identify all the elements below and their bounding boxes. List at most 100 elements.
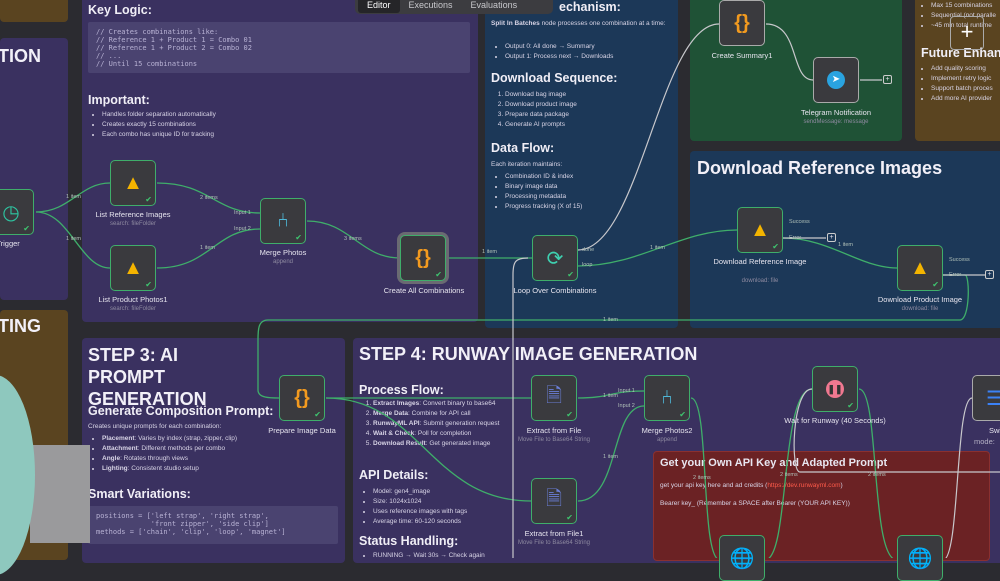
add-connection-button[interactable]: +	[827, 233, 836, 242]
text: node processes one combination at a time…	[539, 20, 666, 27]
flow-list: Combination ID & index Binary image data…	[491, 172, 582, 212]
node-extract-from-file1[interactable]: 🗎✔	[531, 478, 577, 524]
sequence-list: Download bag image Download product imag…	[491, 90, 577, 130]
note-title: Download Reference Images	[697, 158, 943, 178]
list-item: Progress tracking (X of 15)	[505, 202, 582, 212]
input-label: Input 2	[234, 226, 251, 232]
add-connection-button[interactable]: +	[985, 270, 994, 279]
list-item: Each combo has unique ID for tracking	[102, 130, 216, 140]
input-label: Input 2	[618, 403, 635, 409]
sticky-note-notes[interactable]: Max 15 combinations Sequential (not para…	[915, 0, 1000, 141]
variations-code: positions = ['left strap', 'right strap'…	[88, 506, 338, 544]
list-item: Combination ID & index	[505, 172, 582, 182]
status-handling-heading: Status Handling:	[359, 534, 459, 548]
node-download-product-image[interactable]: ▲✔	[897, 245, 943, 291]
list-item: RunwayML API: Submit generation request	[373, 419, 499, 429]
process-flow-heading: Process Flow:	[359, 383, 444, 397]
smart-variations-heading: Smart Variations:	[88, 487, 191, 501]
node-label: Loop Over Combinations	[513, 286, 597, 295]
list-item: Extract Images: Convert binary to base64	[373, 399, 499, 409]
node-create-summary[interactable]: {}	[719, 0, 765, 46]
sticky-note-step3[interactable]: STEP 3: AI PROMPT GENERATION Generate Co…	[82, 338, 345, 563]
add-node-icon[interactable]: +	[950, 16, 984, 50]
list-item: Angle: Rotates through views	[102, 454, 237, 464]
list-item: RUNNING → Wait 30s → Check again	[373, 551, 485, 561]
text: Each iteration maintains:	[491, 161, 563, 168]
list-item: Size: 1024x1024	[373, 497, 467, 507]
file-extract-icon: 🗎	[545, 385, 563, 407]
api-list: Model: gen4_image Size: 1024x1024 Uses r…	[359, 487, 467, 527]
list-item: Binary image data	[505, 182, 582, 192]
tab-editor[interactable]: Editor	[358, 0, 400, 13]
status-list: RUNNING → Wait 30s → Check again	[359, 551, 485, 561]
output-label: Error	[949, 272, 962, 278]
important-list: Handles folder separation automatically …	[88, 110, 216, 140]
list-item: Output 0: All done → Summary	[505, 42, 613, 52]
node-label: Download Reference Image	[713, 257, 807, 266]
node-label: Swi	[988, 426, 1000, 435]
api-key-text: get your api key here and ad credits (ht…	[660, 482, 843, 489]
node-list-reference-images[interactable]: ▲✔	[110, 160, 156, 206]
node-http-request-check[interactable]: 🌐	[897, 535, 943, 581]
list-item: Model: gen4_image	[373, 487, 467, 497]
output-label: Error	[789, 235, 802, 241]
future-list: Add quality scoring Implement retry logi…	[917, 64, 993, 104]
node-wait-for-runway[interactable]: ❚❚✔	[812, 366, 858, 412]
google-drive-icon: ▲	[123, 171, 143, 194]
node-list-product-photos[interactable]: ▲✔	[110, 245, 156, 291]
code-braces-icon: {}	[415, 246, 431, 269]
api-details-heading: API Details:	[359, 468, 429, 482]
runway-link[interactable]: https://dev.runwayml.com	[767, 482, 841, 489]
sticky-note-loop[interactable]: echanism: Split In Batches node processe…	[485, 0, 678, 328]
globe-icon: 🌐	[729, 547, 755, 570]
node-download-reference-image[interactable]: ▲✔	[737, 207, 783, 253]
text: Creates unique prompts for each combinat…	[88, 423, 222, 430]
list-item: Placement: Varies by index (strap, zippe…	[102, 434, 237, 444]
node-http-request[interactable]: 🌐	[719, 535, 765, 581]
edge-label: 2 items	[780, 472, 798, 478]
node-label: Create Summary1	[711, 51, 773, 60]
outputs-list: Output 0: All done → Summary Output 1: P…	[491, 42, 613, 62]
view-tabs: Editor Executions Evaluations	[355, 0, 553, 14]
node-loop-over-combinations[interactable]: ⟳✔	[532, 235, 578, 281]
loop-icon: ⟳	[546, 247, 564, 270]
add-connection-button[interactable]: +	[883, 75, 892, 84]
node-subtitle: Move File to Base64 String	[517, 437, 591, 443]
node-create-all-combinations[interactable]: {}✔	[400, 235, 446, 281]
edge-label: 1 item	[482, 249, 497, 255]
node-switch[interactable]: ☰	[972, 375, 1000, 421]
list-item: Generate AI prompts	[505, 120, 577, 130]
node-extract-from-file[interactable]: 🗎✔	[531, 375, 577, 421]
sticky-note-left-top[interactable]	[0, 0, 68, 22]
tab-evaluations[interactable]: Evaluations	[470, 0, 518, 10]
list-item: ~45 min total runtime	[931, 21, 996, 31]
list-item: Uses reference images with tags	[373, 507, 467, 517]
file-extract-icon: 🗎	[545, 488, 563, 510]
edge-label: 1 item	[650, 245, 665, 251]
process-list: Extract Images: Convert binary to base64…	[359, 399, 499, 449]
important-heading: Important:	[88, 93, 150, 107]
edge-label: 1 item	[838, 242, 853, 248]
mechanism-heading: echanism:	[559, 0, 621, 14]
code-braces-icon: {}	[294, 386, 310, 409]
list-item: Lighting: Consistent studio setup	[102, 464, 237, 474]
node-subtitle: search: fileFolder	[109, 306, 157, 312]
node-label: Extract from File	[526, 426, 582, 435]
note-title: STEP 3: AI PROMPT GENERATION	[88, 345, 207, 409]
note-title: TING	[0, 316, 41, 336]
node-prepare-image-data[interactable]: {}✔	[279, 375, 325, 421]
list-item: Handles folder separation automatically	[102, 110, 216, 120]
list-item: Creates exactly 15 combinations	[102, 120, 216, 130]
tab-executions[interactable]: Executions	[408, 0, 453, 10]
node-telegram-notification[interactable]: ➤	[813, 57, 859, 103]
node-merge-photos2[interactable]: ⑃✔	[644, 375, 690, 421]
node-merge-photos[interactable]: ⑃✔	[260, 198, 306, 244]
switch-icon: ☰	[986, 387, 1000, 410]
bearer-text: Bearer key_ (Remember a SPACE after Bear…	[660, 500, 850, 507]
list-item: Download product image	[505, 100, 577, 110]
list-item: Support batch proces	[931, 84, 993, 94]
node-schedule-trigger[interactable]: ◷✔	[0, 189, 34, 235]
sticky-note-left-step[interactable]: TION	[0, 38, 68, 300]
list-item: Processing metadata	[505, 192, 582, 202]
edge-label: 2 items	[868, 472, 886, 478]
